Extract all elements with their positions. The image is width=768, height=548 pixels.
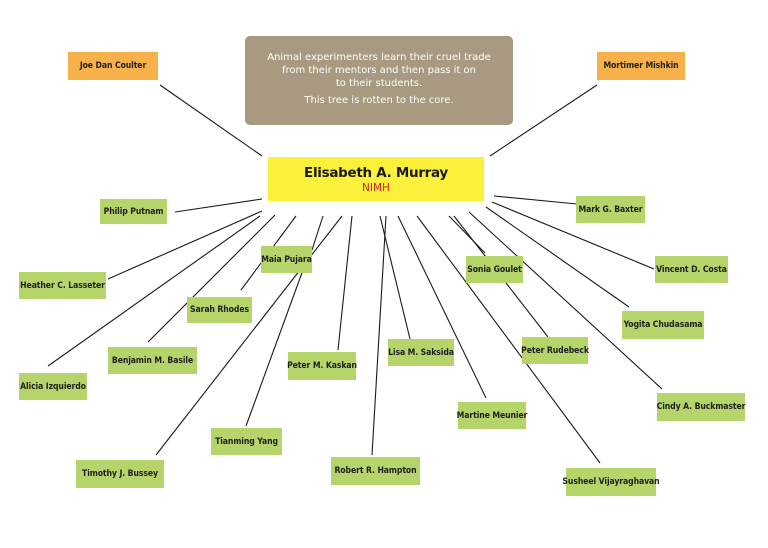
student-box: Tianming Yang [211,428,282,455]
center-person-institution: NIMH [362,181,390,194]
student-connector-line [468,211,663,390]
student-box: Yogita Chudasama [622,311,704,339]
student-box: Lisa M. Saksida [388,339,454,366]
student-box: Timothy J. Bussey [76,460,164,488]
student-box: Maia Pujara [261,246,312,273]
student-connector-line [337,215,353,351]
mentor-connector-line [159,84,263,157]
student-connector-line [174,198,263,213]
student-box: Vincent D. Costa [655,256,728,283]
student-connector-line [493,195,578,205]
student-connector-line [311,215,324,251]
center-person-name: Elisabeth A. Murray [304,164,448,181]
student-connector-line [491,201,655,270]
student-box: Martine Meunier [457,402,527,429]
message-banner: Animal experimenters learn their cruel t… [245,36,513,125]
student-connector-line [397,215,487,399]
student-box: Alicia Izquierdo [19,373,87,400]
banner-tagline: This tree is rotten to the core. [304,95,454,106]
student-connector-line [147,214,276,343]
student-box: Peter Rudebeck [521,337,589,364]
student-box: Susheel Vijayraghavan [562,468,660,496]
student-box: Heather C. Lasseter [19,272,106,299]
student-box: Benjamin M. Basile [108,347,197,374]
student-connector-line [416,215,601,464]
student-box: Sarah Rhodes [187,297,252,323]
student-box: Sonia Goulet [466,256,523,283]
banner-line: Animal experimenters learn their cruel t… [267,52,491,63]
student-connector-line [245,269,304,427]
student-box: Mark G. Baxter [576,196,645,223]
student-box: Cindy A. Buckmaster [657,393,745,421]
student-box: Peter M. Kaskan [287,352,357,380]
student-box: Philip Putnam [100,199,167,224]
banner-line: to their students. [335,78,423,89]
student-connector-line [47,215,261,367]
mentor-connector-line [489,84,598,157]
banner-line: from their mentors and then pass it on [281,65,477,76]
student-connector-line [448,215,486,254]
student-connector-line [107,210,263,280]
student-box: Robert R. Hampton [331,457,420,485]
center-person-box: Elisabeth A. Murray NIMH [268,157,484,201]
student-connector-line [485,206,630,308]
mentor-box: Mortimer Mishkin [597,52,685,80]
mentor-box: Joe Dan Coulter [68,52,158,80]
student-connector-line [371,215,387,456]
